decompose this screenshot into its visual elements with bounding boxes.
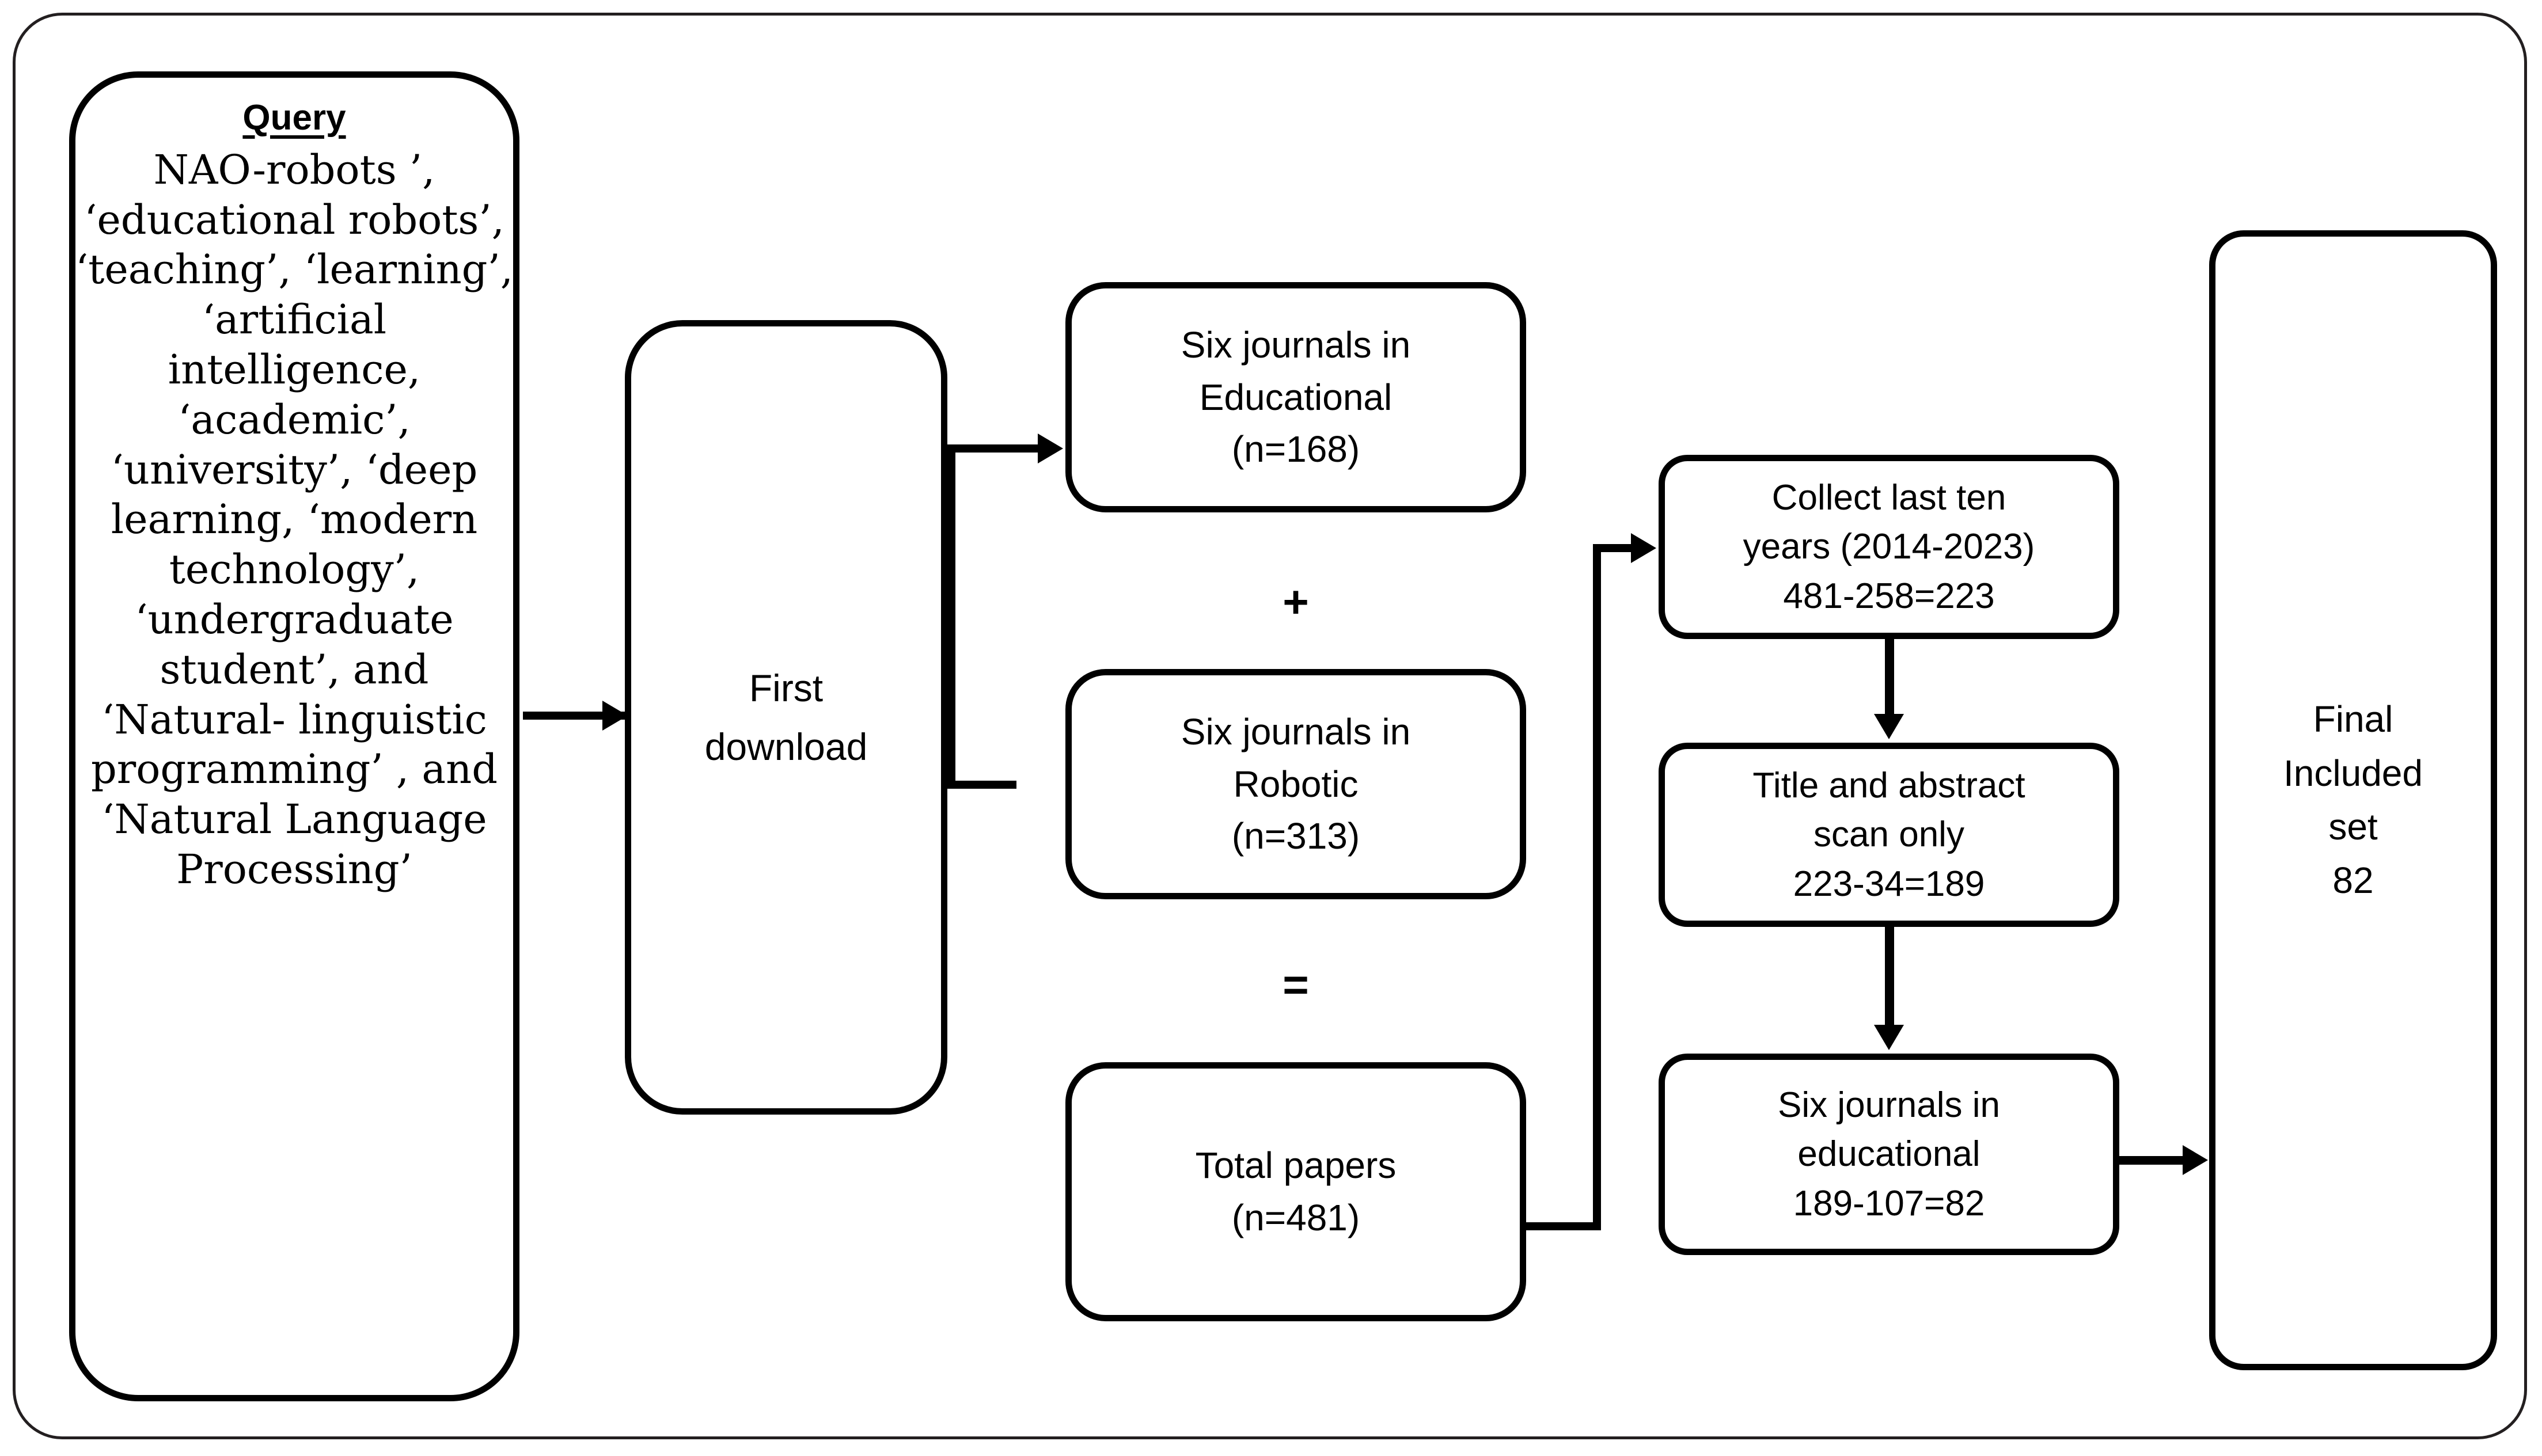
node-collect-last-ten-years: Collect last ten years (2014-2023) 481-2… [1659,455,2119,639]
total-papers-count: (n=481) [1231,1197,1360,1238]
node-six-journals-educational: Six journals in Educational (n=168) [1065,282,1526,512]
connector-first-download-to-educational [947,444,1051,453]
collect-calculation: 481-258=223 [1783,576,1995,616]
final-line-3: set [2328,806,2378,847]
title-abstract-calculation: 223-34=189 [1793,864,1985,904]
query-terms: NAO-robots ’, ‘educational robots’, ‘tea… [75,146,513,894]
first-download-line-1: First [749,666,824,709]
six-rob-line-2: Robotic [1233,763,1359,805]
node-query: Query NAO-robots ’, ‘educational robots’… [69,71,519,1401]
connector-total-papers-stub [1526,1222,1601,1230]
equals-operator: = [1283,959,1309,1010]
node-first-download: First download [625,320,947,1115]
six-rob-count: (n=313) [1231,815,1360,857]
six-rob-line-1: Six journals in [1181,710,1411,752]
figure-border [13,13,2527,1439]
title-abstract-line-1: Title and abstract [1752,765,2025,805]
arrowhead-six-educational-to-final [2183,1145,2208,1175]
final-count: 82 [2332,860,2374,902]
node-six-journals-robotic: Six journals in Robotic (n=313) [1065,669,1526,899]
six-edu-count: (n=168) [1231,428,1360,470]
connector-six-educational-to-final [2119,1156,2194,1165]
connector-collect-to-title-abstract [1885,639,1894,719]
connector-first-download-stub [947,781,1016,789]
arrowhead-query-to-first-download [602,701,628,731]
connector-title-abstract-to-six-educational [1885,927,1894,1029]
six-edu2-calculation: 189-107=82 [1793,1183,1985,1223]
final-line-1: Final [2313,698,2393,740]
node-total-papers: Total papers (n=481) [1065,1062,1526,1321]
first-download-line-2: download [704,725,868,768]
collect-line-2: years (2014-2023) [1743,527,2035,567]
final-line-2: Included [2283,752,2423,794]
connector-first-download-riser [947,444,955,789]
total-papers-label: Total papers [1195,1145,1397,1187]
six-edu-line-1: Six journals in [1181,324,1411,366]
node-final-included-set: Final Included set 82 [2209,230,2497,1370]
arrowhead-title-abstract-to-six-educational [1874,1025,1904,1050]
arrowhead-first-download-to-educational [1038,434,1063,463]
arrowhead-collect-to-title-abstract [1874,714,1904,739]
arrowhead-total-papers-to-collect [1631,533,1656,563]
node-title-abstract-scan: Title and abstract scan only 223-34=189 [1659,743,2119,927]
six-edu2-line-1: Six journals in [1778,1085,2000,1125]
plus-operator: + [1283,576,1309,627]
title-abstract-line-2: scan only [1813,815,1964,855]
six-edu2-line-2: educational [1797,1134,1981,1174]
collect-line-1: Collect last ten [1771,477,2006,518]
node-six-journals-educational-final: Six journals in educational 189-107=82 [1659,1054,2119,1255]
six-edu-line-2: Educational [1199,376,1393,418]
connector-total-papers-riser [1593,544,1601,1230]
query-title: Query [242,98,346,138]
